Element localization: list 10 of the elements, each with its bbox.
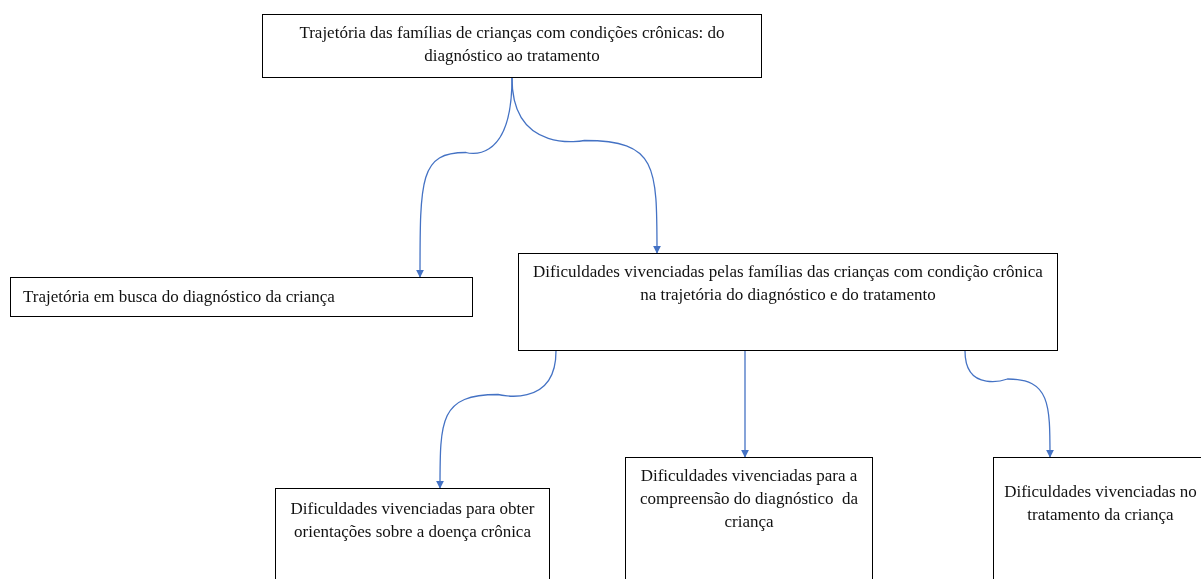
arrow: [436, 350, 557, 489]
text-box: Dificuldades vivenciadas para a compreensão do diagnóstico da criança: [625, 457, 873, 579]
text-box: Dificuldades vivenciadas pelas famílias das crianças com condição crônica na trajetória do diagnóstico e do tratamento: [518, 253, 1058, 351]
arrow: [964, 350, 1054, 458]
arrow: [511, 77, 661, 254]
text-box: Trajetória em busca do diagnóstico da criança: [10, 277, 473, 317]
arrow: [741, 350, 749, 458]
text-box: Dificuldades vivenciadas no tratamento da criança: [993, 457, 1201, 579]
text-box: Dificuldades vivenciadas para obter orientações sobre a doença crônica: [275, 488, 550, 579]
text-box: Trajetória das famílias de crianças com condições crônicas: do diagnóstico ao tratamento: [262, 14, 762, 78]
